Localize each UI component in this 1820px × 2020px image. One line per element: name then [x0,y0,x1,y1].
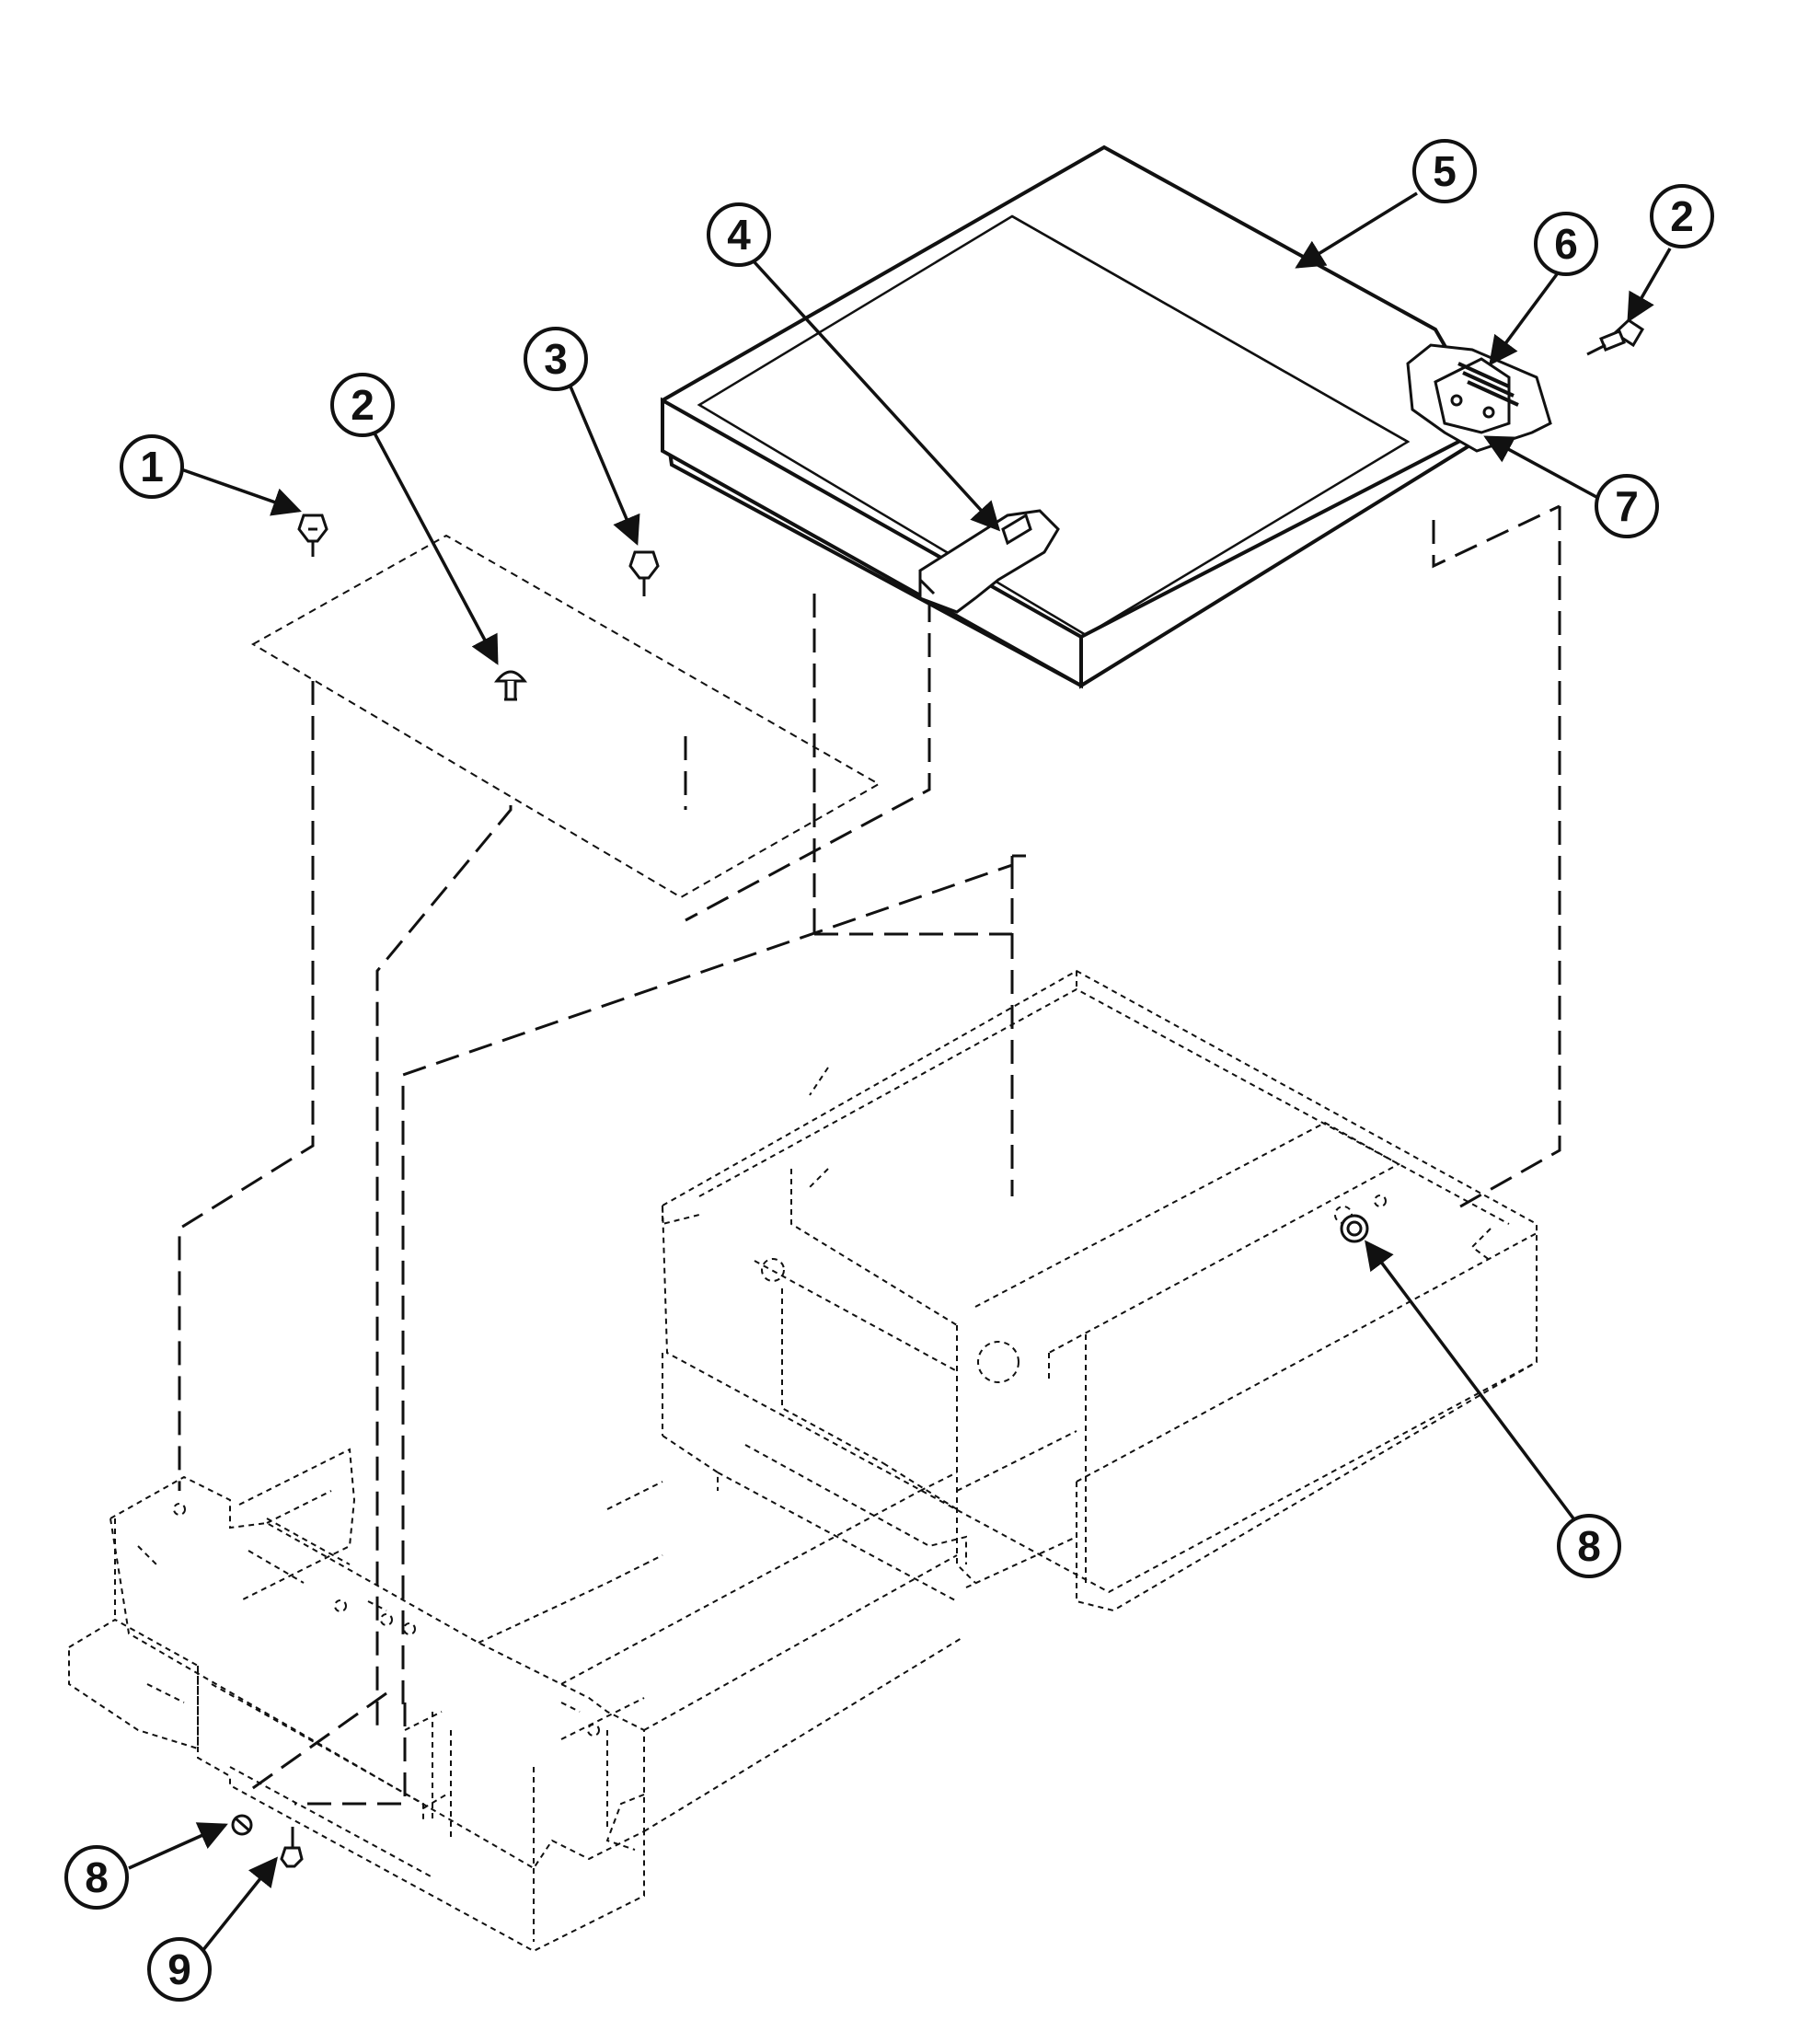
nut-part-8-right [1340,1214,1369,1243]
callout-1: 1 [120,434,184,499]
cabinet-outline [661,969,1538,1612]
leader-lines [128,191,1672,1953]
screw-part-1 [297,514,328,557]
hinge [1406,343,1552,453]
callout-label: 7 [1615,482,1639,530]
callout-label: 4 [727,211,751,259]
callout-label: 1 [140,443,164,491]
top-panel-outline [250,534,881,899]
callout-label: 8 [85,1853,109,1901]
nut-part-8-bottom [231,1814,253,1836]
callouts: 1 2 2 3 4 5 6 7 [64,139,1714,2002]
callout-label: 3 [544,335,568,383]
callout-label: 2 [1670,192,1694,240]
callout-2-left: 2 [330,373,395,437]
screw-part-3 [628,550,660,596]
base-frame-outline [68,1448,962,1953]
callout-9: 9 [147,1937,212,2002]
plug-button-part-2 [493,670,528,701]
callout-3: 3 [524,327,588,391]
callout-label: 9 [167,1945,191,1993]
callout-8-right: 8 [1557,1514,1621,1578]
callout-4: 4 [707,202,771,267]
callout-8-bottom: 8 [64,1845,129,1910]
callout-6: 6 [1534,212,1598,276]
callout-label: 2 [351,381,374,429]
callout-label: 5 [1433,147,1457,195]
callout-label: 6 [1554,220,1578,268]
alignment-lines [178,504,1561,1806]
callout-5: 5 [1412,139,1477,203]
callout-7: 7 [1595,474,1659,538]
callout-2-right: 2 [1650,184,1714,248]
screw-part-2-right [1586,318,1645,356]
lid-latch [918,509,1060,614]
screw-part-9 [280,1827,304,1868]
callout-label: 8 [1577,1522,1601,1570]
lid [660,144,1493,689]
